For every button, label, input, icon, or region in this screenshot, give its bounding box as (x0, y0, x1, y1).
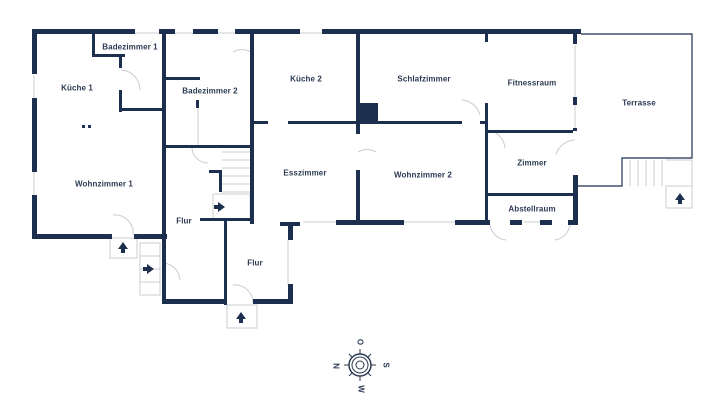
room-label-fitnessraum: Fitnessraum (507, 78, 557, 88)
room-label-badezimmer-2: Badezimmer 2 (182, 86, 238, 96)
room-label-wohnzimmer-2: Wohnzimmer 2 (394, 170, 452, 180)
room-label-schlafzimmer: Schlafzimmer (397, 74, 451, 84)
room-label-flur-1: Flur (176, 216, 192, 226)
arrows-icon (82, 125, 685, 323)
compass-icon (344, 349, 376, 381)
compass-east-label: O (355, 338, 365, 346)
room-label-kueche-2: Küche 2 (290, 74, 322, 84)
compass-west-label: W (356, 385, 366, 393)
terrace-outline (577, 33, 693, 187)
walls (32, 29, 581, 305)
room-label-esszimmer: Esszimmer (283, 168, 327, 178)
compass-north-label: N (331, 363, 341, 369)
room-label-flur-2: Flur (247, 258, 263, 268)
room-label-abstellraum: Abstellraum (508, 204, 556, 214)
room-label-zimmer: Zimmer (517, 158, 547, 168)
room-label-terrasse: Terrasse (622, 98, 656, 108)
room-label-kueche-1: Küche 1 (61, 83, 93, 93)
room-label-badezimmer-1: Badezimmer 1 (102, 42, 158, 52)
room-label-wohnzimmer-1: Wohnzimmer 1 (75, 179, 133, 189)
compass-south-label: S (381, 362, 391, 368)
